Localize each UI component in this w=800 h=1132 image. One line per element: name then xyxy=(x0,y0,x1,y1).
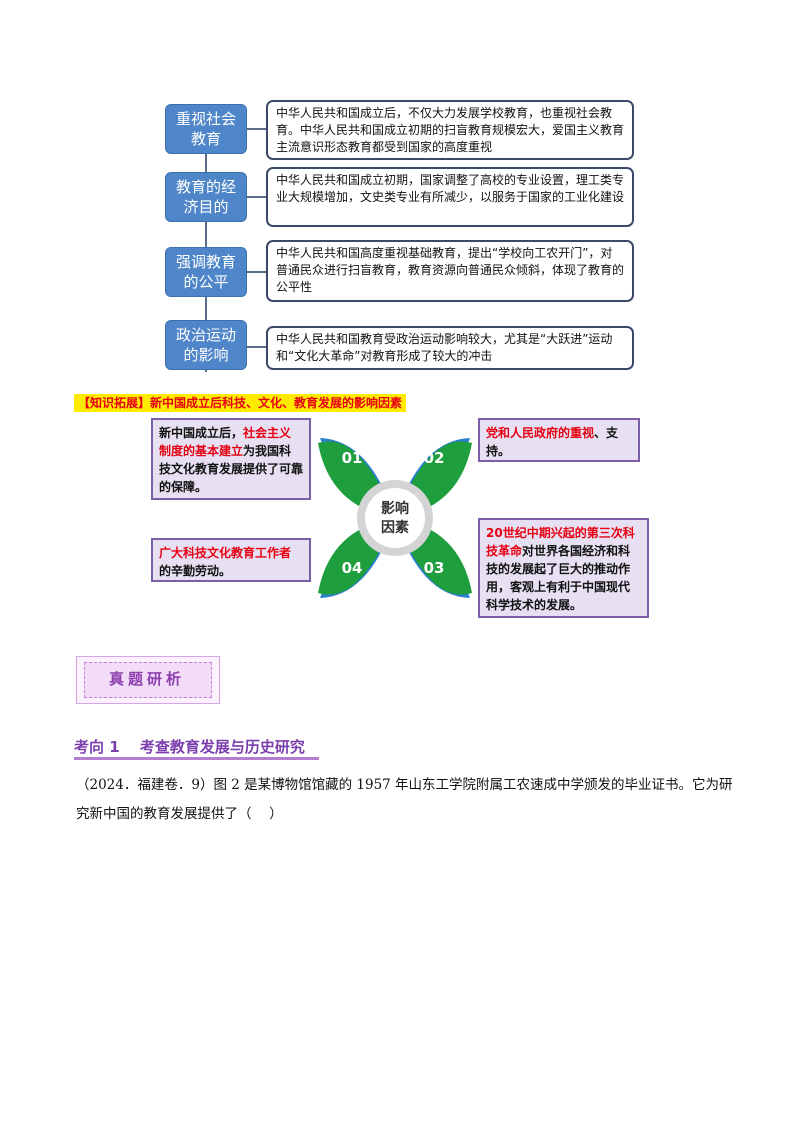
factor-02-text: 、支持。 xyxy=(486,426,619,458)
diagram-desc-education-fairness: 中华人民共和国高度重视基础教育，提出“学校向工农开门”，对普通民众进行扫盲教育，… xyxy=(266,240,634,302)
section-heading-underline xyxy=(74,757,319,760)
section-badge: 真题研析 xyxy=(108,670,185,688)
factor-03-highlight: 20世纪中期兴起的第三次科技革命 xyxy=(486,526,635,558)
factor-01-text-c: 为我国科技文化教育发展提供了可靠的保障。 xyxy=(159,444,304,494)
center-label-line1: 影响 xyxy=(381,500,409,517)
factor-card-02: 党和人民政府的重视、支持。 xyxy=(478,418,640,462)
factor-card-03: 20世纪中期兴起的第三次科技革命对世界各国经济和科技的发展起了巨大的推动作用，客… xyxy=(478,518,649,618)
diagram-label-political-movements: 政治运动的影响 xyxy=(165,320,247,370)
section-heading: 考向 1 考查教育发展与历史研究 xyxy=(74,738,305,756)
factor-card-01: 新中国成立后，社会主义制度的基本建立为我国科技文化教育发展提供了可靠的保障。 xyxy=(151,418,311,500)
question-text: （2024．福建卷．9）图 2 是某博物馆馆藏的 1957 年山东工学院附属工农… xyxy=(76,777,733,822)
number-02: 02 xyxy=(424,449,445,467)
factor-02-highlight: 党和人民政府的重视 xyxy=(486,426,595,440)
factor-03-text: 对世界各国经济和科技的发展起了巨大的推动作用，客观上有利于中国现代科学技术的发展… xyxy=(486,544,631,612)
factor-04-highlight: 广大科技文化教育工作者 xyxy=(159,546,292,560)
number-01: 01 xyxy=(342,449,363,467)
knowledge-extension-title: 【知识拓展】新中国成立后科技、文化、教育发展的影响因素 xyxy=(74,394,407,412)
factor-01-text-a: 新中国成立后， xyxy=(159,426,244,440)
section-badge-background xyxy=(84,662,212,698)
center-label-line2: 因素 xyxy=(381,519,409,536)
diagram-connector xyxy=(247,346,267,348)
diagram-label-economic-purpose: 教育的经济目的 xyxy=(165,172,247,222)
diagram-label-education-fairness: 强调教育的公平 xyxy=(165,247,247,297)
diagram-connector xyxy=(247,128,267,130)
number-03: 03 xyxy=(424,559,445,577)
diagram-desc-political-movements: 中华人民共和国教育受政治运动影响较大，尤其是“大跃进”运动和“文化大革命”对教育… xyxy=(266,326,634,370)
number-04: 04 xyxy=(342,559,363,577)
factor-01-highlight: 社会主义制度的基本建立 xyxy=(159,426,292,458)
diagram-desc-social-education: 中华人民共和国成立后，不仅大力发展学校教育，也重视社会教育。中华人民共和国成立初… xyxy=(266,100,634,160)
diagram-connector xyxy=(247,196,267,198)
influence-factors-graphic: 影响 因素 01 02 03 04 xyxy=(318,438,472,598)
diagram-desc-economic-purpose: 中华人民共和国成立初期，国家调整了高校的专业设置，理工类专业大规模增加，文史类专… xyxy=(266,167,634,227)
diagram-connector xyxy=(247,271,267,273)
factor-card-04: 广大科技文化教育工作者的辛勤劳动。 xyxy=(151,538,311,582)
diagram-label-social-education: 重视社会教育 xyxy=(165,104,247,154)
factor-04-text: 的辛勤劳动。 xyxy=(159,564,232,578)
